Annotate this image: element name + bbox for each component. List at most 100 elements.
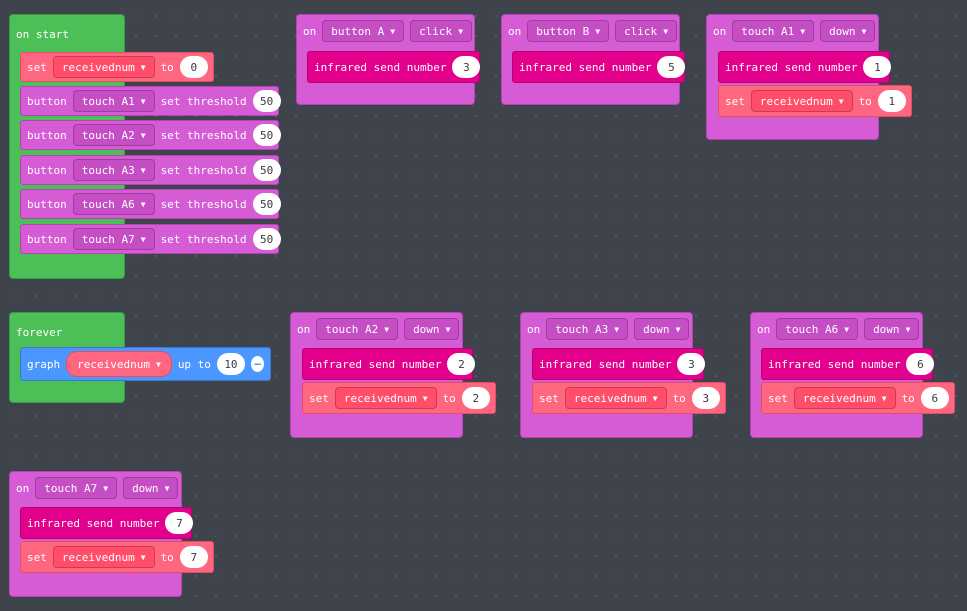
button-dropdown[interactable]: button B▼ [527,20,610,42]
event-dropdown[interactable]: down▼ [820,20,876,42]
threshold-block-1[interactable]: button touch A1▼ set threshold 50 [20,86,281,116]
infrared-send-block[interactable]: infrared send number 3 [307,51,481,83]
pin-dropdown[interactable]: touch A6▼ [72,193,155,215]
threshold-block-3[interactable]: button touch A3▼ set threshold 50 [20,155,281,185]
threshold-input[interactable]: 50 [252,228,281,250]
infrared-send-label: infrared send number [309,357,442,371]
chevron-down-icon: ▼ [140,62,146,72]
variable-dropdown[interactable]: receivednum▼ [750,90,853,112]
threshold-input[interactable]: 50 [252,193,281,215]
ir-value-input[interactable]: 7 [165,512,194,534]
on-keyword: on [757,322,771,336]
threshold-input[interactable]: 50 [252,90,281,112]
on-keyword: on [297,322,311,336]
value-input[interactable]: 6 [920,387,949,409]
on-keyword: on [508,24,522,38]
infrared-send-label: infrared send number [539,357,672,371]
value-input[interactable]: 7 [179,546,208,568]
chevron-down-icon: ▼ [140,199,146,209]
set-receivednum-block[interactable]: set receivednum▼ to 3 [532,382,726,414]
infrared-send-block[interactable]: infrared send number 1 [718,51,892,83]
value-input[interactable]: 0 [179,56,208,78]
set-receivednum-block[interactable]: set receivednum▼ to 2 [302,382,496,414]
to-keyword: to [160,60,174,74]
event-dropdown[interactable]: down▼ [634,318,690,340]
chevron-down-icon: ▼ [800,26,806,36]
set-threshold-label: set threshold [160,94,247,108]
forever-label: forever [16,325,63,339]
value-input[interactable]: 1 [877,90,906,112]
on-keyword: on [713,24,727,38]
up-to-input[interactable]: 10 [216,353,245,375]
threshold-block-4[interactable]: button touch A6▼ set threshold 50 [20,189,281,219]
threshold-input[interactable]: 50 [252,159,281,181]
set-receivednum-block[interactable]: set receivednum▼ to 7 [20,541,214,573]
set-threshold-label: set threshold [160,128,247,142]
variable-dropdown[interactable]: receivednum▼ [52,56,155,78]
button-keyword: button [27,197,67,211]
pin-dropdown[interactable]: touch A2▼ [72,124,155,146]
pin-dropdown[interactable]: touch A3▼ [546,318,629,340]
infrared-send-block[interactable]: infrared send number 2 [302,348,476,380]
graph-block[interactable]: graph receivednum▼ up to 10 − [20,347,271,381]
graph-keyword: graph [27,357,61,371]
up-to-label: up to [177,357,211,371]
pin-dropdown[interactable]: touch A7▼ [35,477,118,499]
pin-dropdown[interactable]: touch A1▼ [732,20,815,42]
set-receivednum-block[interactable]: set receivednum▼ to 1 [718,85,912,117]
infrared-send-block[interactable]: infrared send number 7 [20,507,194,539]
chevron-down-icon: ▼ [838,96,844,106]
variable-dropdown[interactable]: receivednum▼ [793,387,896,409]
button-dropdown[interactable]: button A▼ [322,20,405,42]
ir-value-input[interactable]: 3 [452,56,481,78]
set-keyword: set [768,391,788,405]
value-input[interactable]: 2 [461,387,490,409]
chevron-down-icon: ▼ [103,483,109,493]
ir-value-input[interactable]: 5 [657,56,686,78]
infrared-send-block[interactable]: infrared send number 3 [532,348,706,380]
to-keyword: to [672,391,686,405]
variable-dropdown[interactable]: receivednum▼ [66,351,172,377]
infrared-send-label: infrared send number [725,60,858,74]
chevron-down-icon: ▼ [422,393,428,403]
variable-dropdown[interactable]: receivednum▼ [52,546,155,568]
pin-dropdown[interactable]: touch A7▼ [72,228,155,250]
ir-value-input[interactable]: 3 [677,353,706,375]
chevron-down-icon: ▼ [384,324,390,334]
value-input[interactable]: 3 [691,387,720,409]
set-receivednum-block[interactable]: set receivednum▼ to 6 [761,382,955,414]
ir-value-input[interactable]: 1 [863,56,892,78]
ir-value-input[interactable]: 2 [447,353,476,375]
infrared-send-block[interactable]: infrared send number 6 [761,348,935,380]
set-threshold-label: set threshold [160,197,247,211]
chevron-down-icon: ▼ [458,26,464,36]
pin-dropdown[interactable]: touch A2▼ [316,318,399,340]
event-dropdown[interactable]: down▼ [864,318,920,340]
threshold-block-2[interactable]: button touch A2▼ set threshold 50 [20,120,281,150]
minus-circle-icon[interactable]: − [250,356,264,372]
variable-dropdown[interactable]: receivednum▼ [564,387,667,409]
pin-dropdown[interactable]: touch A1▼ [72,90,155,112]
threshold-input[interactable]: 50 [252,124,281,146]
pin-dropdown[interactable]: touch A3▼ [72,159,155,181]
event-dropdown[interactable]: click▼ [410,20,473,42]
event-dropdown[interactable]: down▼ [123,477,179,499]
set-receivednum-block[interactable]: set receivednum▼ to 0 [20,52,214,82]
infrared-send-block[interactable]: infrared send number 5 [512,51,686,83]
variable-dropdown[interactable]: receivednum▼ [334,387,437,409]
chevron-down-icon: ▼ [595,26,601,36]
to-keyword: to [442,391,456,405]
ir-value-input[interactable]: 6 [906,353,935,375]
threshold-block-5[interactable]: button touch A7▼ set threshold 50 [20,224,281,254]
chevron-down-icon: ▼ [140,96,146,106]
pin-dropdown[interactable]: touch A6▼ [776,318,859,340]
event-dropdown[interactable]: click▼ [615,20,678,42]
chevron-down-icon: ▼ [140,165,146,175]
chevron-down-icon: ▼ [844,324,850,334]
to-keyword: to [858,94,872,108]
chevron-down-icon: ▼ [675,324,681,334]
chevron-down-icon: ▼ [445,324,451,334]
on-keyword: on [527,322,541,336]
event-dropdown[interactable]: down▼ [404,318,460,340]
chevron-down-icon: ▼ [861,26,867,36]
